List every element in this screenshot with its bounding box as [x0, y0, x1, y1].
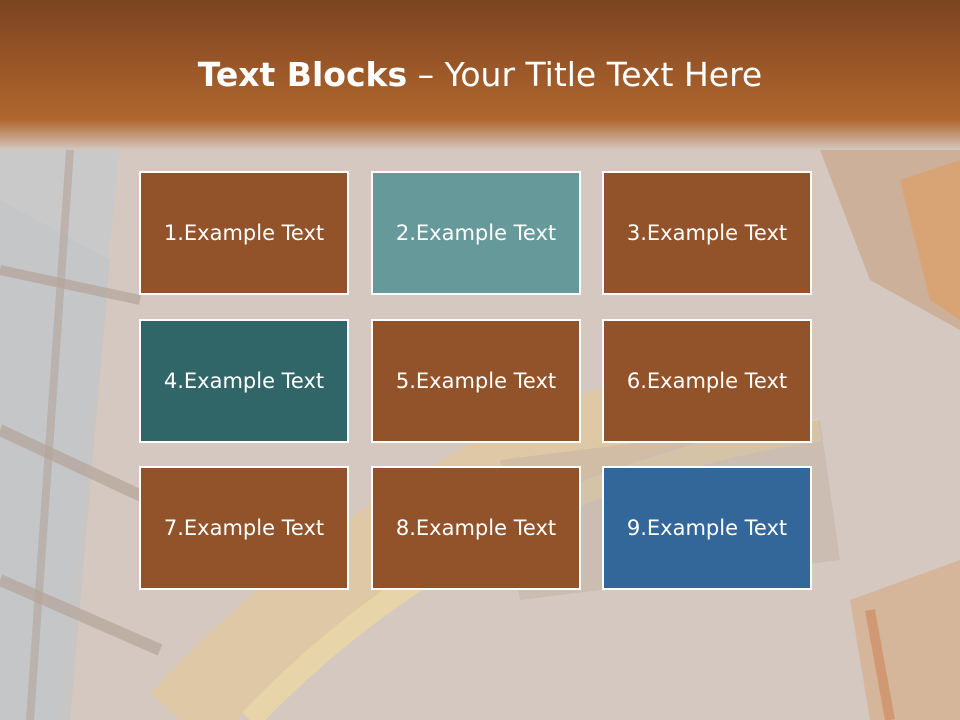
text-block-1[interactable]: 1.Example Text: [139, 171, 349, 295]
text-block-4[interactable]: 4.Example Text: [139, 319, 349, 443]
title-rest-text: Your Title Text Here: [444, 55, 763, 94]
text-block-5[interactable]: 5.Example Text: [371, 319, 581, 443]
title-bar: [0, 0, 960, 150]
text-block-label: 8.Example Text: [395, 516, 557, 540]
text-block-3[interactable]: 3.Example Text: [602, 171, 812, 295]
text-block-label: 4.Example Text: [163, 369, 325, 393]
slide-title: Text Blocks – Your Title Text Here: [0, 52, 960, 98]
text-block-label: 6.Example Text: [626, 369, 788, 393]
text-block-label: 5.Example Text: [395, 369, 557, 393]
title-bold-text: Text Blocks: [197, 55, 408, 94]
text-block-label: 9.Example Text: [626, 516, 788, 540]
text-block-2[interactable]: 2.Example Text: [371, 171, 581, 295]
title-dash: –: [407, 55, 445, 94]
text-block-label: 2.Example Text: [395, 221, 557, 245]
text-block-8[interactable]: 8.Example Text: [371, 466, 581, 590]
text-block-6[interactable]: 6.Example Text: [602, 319, 812, 443]
text-block-9[interactable]: 9.Example Text: [602, 466, 812, 590]
text-block-label: 3.Example Text: [626, 221, 788, 245]
text-block-label: 1.Example Text: [163, 221, 325, 245]
text-block-7[interactable]: 7.Example Text: [139, 466, 349, 590]
text-block-label: 7.Example Text: [163, 516, 325, 540]
